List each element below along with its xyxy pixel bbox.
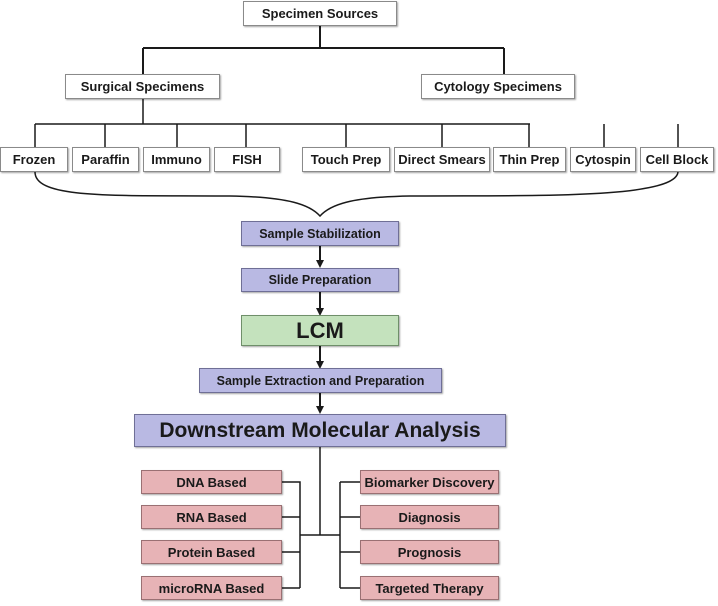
step-lcm: LCM [241,315,399,346]
analysis-connector [282,447,360,589]
specimen-frozen: Frozen [0,147,68,172]
application-biomarker-discovery: Biomarker Discovery [360,470,499,494]
analysis-microrna-based: microRNA Based [141,576,282,600]
specimen-fish: FISH [214,147,280,172]
surgical-connector [34,98,679,147]
merge-brace [34,171,679,218]
step-slide-preparation: Slide Preparation [241,268,399,292]
analysis-dna-based: DNA Based [141,470,282,494]
specimen-direct-smears: Direct Smears [394,147,490,172]
step-sample-extraction: Sample Extraction and Preparation [199,368,442,393]
category-surgical-specimens: Surgical Specimens [65,74,220,99]
root-node-specimen-sources: Specimen Sources [243,1,397,26]
specimen-paraffin: Paraffin [72,147,139,172]
specimen-cell-block: Cell Block [640,147,714,172]
specimen-immuno: Immuno [143,147,210,172]
step-downstream-molecular-analysis: Downstream Molecular Analysis [134,414,506,447]
application-diagnosis: Diagnosis [360,505,499,529]
analysis-rna-based: RNA Based [141,505,282,529]
specimen-thin-prep: Thin Prep [493,147,566,172]
root-connector [142,26,505,74]
analysis-protein-based: Protein Based [141,540,282,564]
specimen-touch-prep: Touch Prep [302,147,390,172]
step-sample-stabilization: Sample Stabilization [241,221,399,246]
category-cytology-specimens: Cytology Specimens [421,74,575,99]
application-prognosis: Prognosis [360,540,499,564]
application-targeted-therapy: Targeted Therapy [360,576,499,600]
specimen-cytospin: Cytospin [570,147,636,172]
